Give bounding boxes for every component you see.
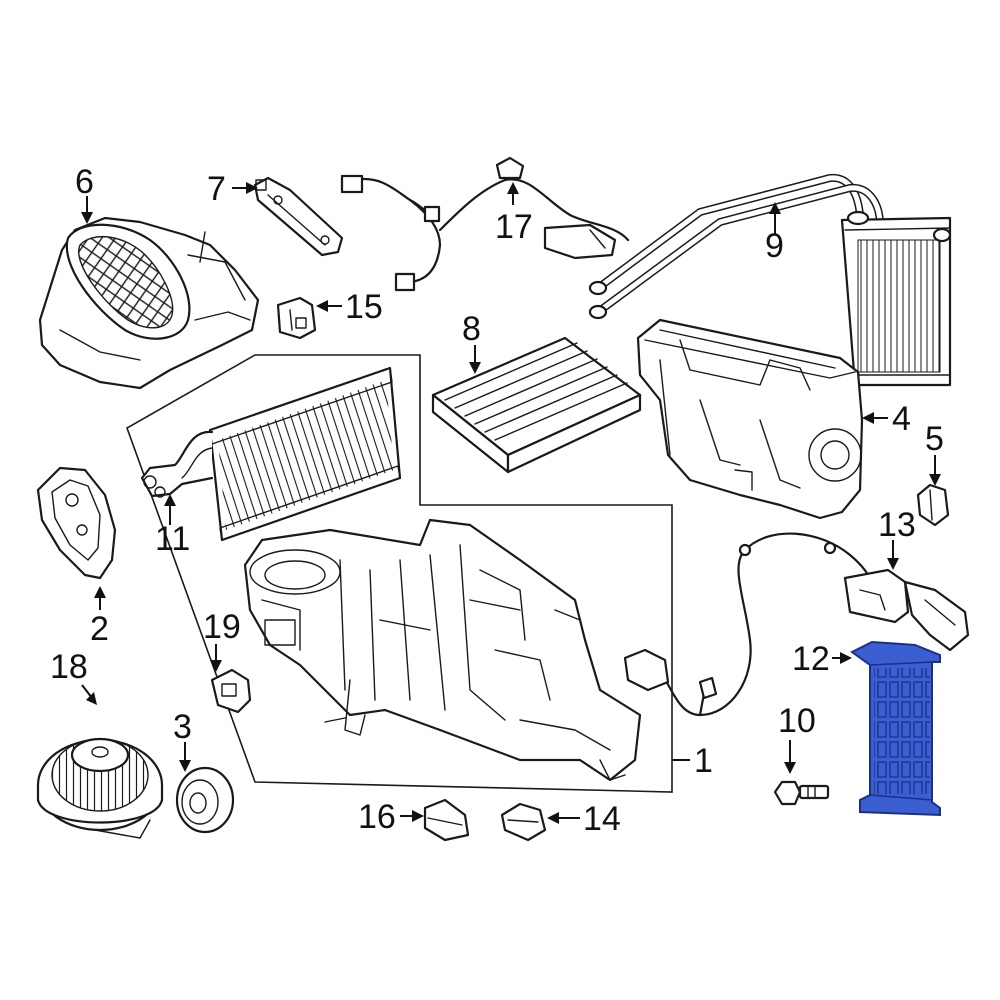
part-12-highlighted-component[interactable] [850,640,941,817]
callout-label-5: 5 [925,420,944,458]
callout-11: 11 [155,494,190,558]
callout-9: 9 [765,202,784,265]
callout-5: 5 [925,420,944,486]
callout-15: 15 [316,288,383,326]
callout-label-10: 10 [778,702,816,740]
callout-label-13: 13 [878,506,916,544]
callout-18: 18 [50,648,97,705]
callout-17: 17 [495,182,533,246]
callout-4: 4 [862,400,911,438]
part-18-blower-motor[interactable] [36,737,164,839]
callout-1: 1 [672,742,713,780]
callout-label-18: 18 [50,648,88,686]
part-3-motor-cap[interactable] [175,766,235,834]
part-2-seal[interactable] [36,466,117,580]
callout-label-17: 17 [495,208,533,246]
part-15-clip[interactable] [276,296,317,340]
part-11-evaporator-core[interactable] [140,366,402,542]
callout-label-9: 9 [765,227,784,265]
callout-13: 13 [878,506,916,570]
part-9-heater-core[interactable] [588,173,952,387]
callout-label-14: 14 [583,800,621,838]
part-5-actuator[interactable] [916,483,950,527]
callout-label-7: 7 [207,170,226,208]
callout-label-3: 3 [173,708,192,746]
callout-8: 8 [462,310,481,374]
part-8-cabin-filter[interactable] [431,336,642,474]
part-7-actuator-bracket[interactable] [253,176,344,257]
callout-2: 2 [90,586,109,648]
callout-7: 7 [207,170,258,208]
callout-label-6: 6 [75,163,94,201]
part-1-hvac-housing[interactable] [243,518,642,782]
part-6-blower-case[interactable] [38,216,260,390]
callout-6: 6 [75,163,94,224]
callout-label-19: 19 [203,608,241,646]
callout-label-4: 4 [892,400,911,438]
part-14-connector[interactable] [500,802,547,842]
callout-label-11: 11 [155,520,190,558]
callout-label-12: 12 [792,640,830,678]
callout-label-2: 2 [90,610,109,648]
callout-label-8: 8 [462,310,481,348]
part-4-heater-housing[interactable] [636,318,864,520]
part-16-connector[interactable] [423,798,470,842]
part-13-wiring-harness[interactable] [623,532,970,717]
part-10-bolt[interactable] [773,780,830,806]
callout-19: 19 [203,608,241,672]
callout-16: 16 [358,798,424,836]
callout-14: 14 [547,800,621,838]
callout-label-1: 1 [694,742,713,780]
callout-label-15: 15 [345,288,383,326]
part-19-sensor[interactable] [210,668,252,714]
callout-10: 10 [778,702,816,774]
part-17-wiring-harness[interactable] [340,156,630,292]
callout-12: 12 [792,640,852,678]
callout-label-16: 16 [358,798,396,836]
callout-3: 3 [173,708,192,772]
